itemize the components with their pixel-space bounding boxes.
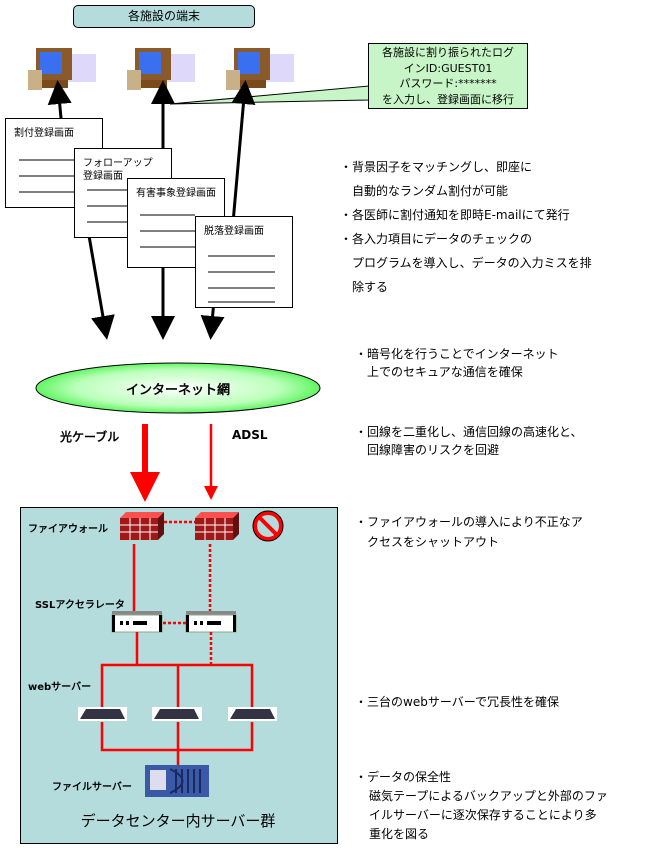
note-allocation: ・背景因子をマッチングし、即座に 自動的なランダム割付が可能 ・各医師に割付通知… bbox=[340, 155, 592, 299]
firewall-icon-1 bbox=[120, 512, 164, 540]
ssl-label: SSLアクセラレータ bbox=[35, 600, 125, 611]
adsl-label: ADSL bbox=[232, 428, 268, 442]
login-callout: 各施設に割り振られたログ インID:GUEST01 パスワード:******* … bbox=[368, 43, 528, 109]
note-line: クセスをシャットアウト bbox=[367, 535, 500, 549]
note-web-servers: ・三台のwebサーバーで冗長性を確保 bbox=[355, 692, 559, 712]
dropout-screen: 脱落登録画面 bbox=[195, 216, 293, 308]
web-server-icon-1 bbox=[78, 707, 127, 721]
web-server-icon-2 bbox=[152, 707, 202, 721]
note-line: 除する bbox=[352, 280, 389, 294]
note-line: 回線障害のリスクを回避 bbox=[367, 443, 500, 457]
file-server-label: ファイルサーバー bbox=[52, 782, 132, 793]
callout-line: を入力し、登録画面に移行 bbox=[382, 92, 514, 106]
note-line: プログラムを導入し、データの入力ミスを排 bbox=[352, 256, 592, 270]
fiber-label: 光ケーブル bbox=[60, 430, 120, 444]
file-server-icon bbox=[145, 765, 209, 797]
note-encryption: ・暗号化を行うことでインターネット 上でのセキュアな通信を確保 bbox=[355, 345, 559, 381]
note-line: 上でのセキュアな通信を確保 bbox=[367, 365, 523, 379]
internet-label: インターネット網 bbox=[125, 383, 230, 398]
screen-title: 割付登録画面 bbox=[14, 128, 74, 139]
note-line: ・三台のwebサーバーで冗長性を確保 bbox=[355, 695, 559, 709]
web-server-label: webサーバー bbox=[28, 682, 92, 693]
note-firewall: ・ファイアウォールの導入により不正なア クセスをシャットアウト bbox=[355, 512, 583, 552]
datacenter-title: データセンター内サーバー群 bbox=[80, 812, 276, 830]
prohibited-icon bbox=[252, 510, 284, 542]
terminals-header: 各施設の端末 bbox=[73, 5, 255, 28]
note-line: ・回線を二重化し、通信回線の高速化と、 bbox=[355, 425, 583, 439]
firewall-icon-2 bbox=[195, 512, 239, 540]
ssl-accelerator-1 bbox=[111, 611, 163, 633]
note-line: ・各入力項目にデータのチェックの bbox=[340, 232, 533, 246]
note-data-integrity: ・データの保全性 磁気テープによるバックアップと外部のファ イルサーバーに逐次保… bbox=[355, 768, 608, 844]
note-line: 重化を図る bbox=[369, 827, 430, 841]
firewall-label: ファイアウォール bbox=[28, 524, 108, 535]
note-line: 磁気テープによるバックアップと外部のファ bbox=[369, 789, 608, 803]
note-line: ・ファイアウォールの導入により不正なア bbox=[355, 515, 583, 529]
callout-line: 各施設に割り振られたログ bbox=[382, 46, 514, 59]
note-line: イルサーバーに逐次保存することにより多 bbox=[369, 808, 597, 822]
note-line: ・背景因子をマッチングし、即座に bbox=[340, 160, 533, 174]
screen-title: 脱落登録画面 bbox=[204, 226, 264, 237]
adsl-arrowhead bbox=[204, 486, 218, 500]
callout-line: インID:GUEST01 bbox=[403, 61, 493, 75]
note-line: ・データの保全性 bbox=[355, 770, 452, 784]
callout-line: パスワード:******* bbox=[399, 77, 497, 90]
screen-title: フォローアップ登録画面 bbox=[83, 158, 153, 182]
note-redundant-lines: ・回線を二重化し、通信回線の高速化と、 回線障害のリスクを回避 bbox=[355, 423, 583, 459]
web-server-icon-3 bbox=[228, 707, 277, 721]
ssl-accelerator-2 bbox=[185, 611, 237, 633]
screen-title: 有害事象登録画面 bbox=[136, 188, 216, 199]
arrow-down-1 bbox=[86, 229, 115, 340]
note-line: ・暗号化を行うことでインターネット bbox=[355, 347, 559, 361]
note-line: 自動的なランダム割付が可能 bbox=[352, 184, 509, 198]
internet-cloud bbox=[35, 362, 321, 414]
note-line: ・各医師に割付通知を即時E-mailにて発行 bbox=[340, 208, 570, 222]
